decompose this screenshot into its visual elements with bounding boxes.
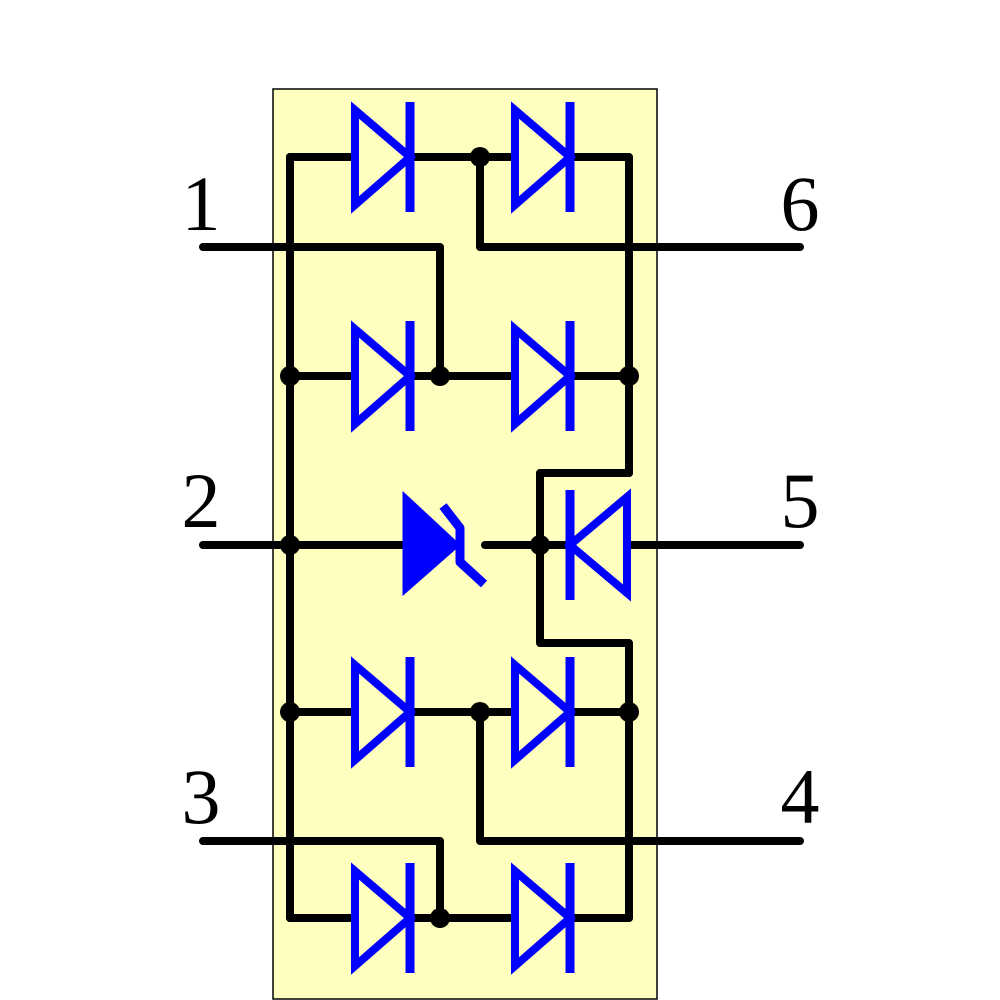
junctions [280, 147, 639, 928]
diode-row2-left [351, 320, 417, 433]
pin4-wire [476, 708, 804, 845]
junction-dot [280, 535, 300, 555]
zener-diode [402, 490, 488, 597]
diode-top-right [511, 101, 577, 214]
junction-dot [280, 366, 300, 386]
junction-dot [470, 147, 490, 167]
junction-dot [619, 702, 639, 722]
diode-row4-left [351, 656, 417, 769]
pin-label-3: 3 [182, 753, 221, 840]
pin-label-4: 4 [781, 753, 820, 840]
pin-label-2: 2 [182, 457, 221, 544]
junction-dot [280, 702, 300, 722]
junction-dot [619, 366, 639, 386]
pin3-wire [199, 837, 444, 922]
diodes [351, 101, 631, 975]
middle-bus-wire [536, 469, 633, 922]
diode-top-left [351, 101, 417, 214]
junction-dot [430, 366, 450, 386]
pin1-wire [199, 243, 444, 380]
diode-bottom-right [511, 862, 577, 975]
pin-label-5: 5 [781, 457, 820, 544]
pin-label-6: 6 [781, 160, 820, 247]
diode-row2-right [511, 320, 577, 433]
pin6-wire [476, 153, 804, 251]
junction-dot [530, 535, 550, 555]
diode-bottom-left [351, 862, 417, 975]
diode-pin5-reverse [563, 488, 631, 602]
pin-labels: 1 2 3 4 5 6 [182, 160, 820, 840]
junction-dot [430, 908, 450, 928]
junction-dot [470, 702, 490, 722]
wiring [199, 153, 804, 922]
pin-label-1: 1 [182, 160, 221, 247]
diode-row4-right [511, 656, 577, 769]
